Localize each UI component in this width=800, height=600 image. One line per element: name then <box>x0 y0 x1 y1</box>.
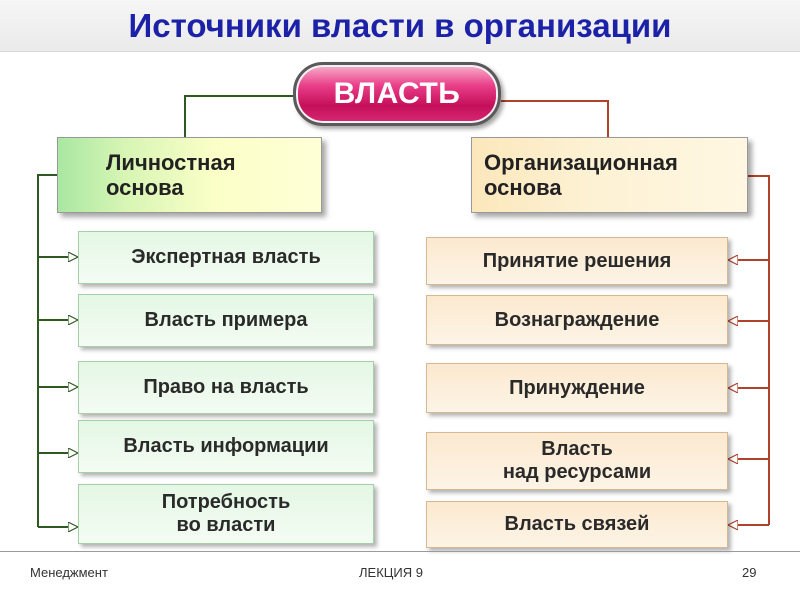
branch-label-line: Организационная <box>484 150 678 175</box>
branch-label-line: основа <box>484 175 562 200</box>
footer-lecture: ЛЕКЦИЯ 9 <box>359 565 423 580</box>
leaf-reward-power: Вознаграждение <box>426 295 728 345</box>
leaf-connection-power: Власть связей <box>426 501 728 548</box>
leaf-information-power: Власть информации <box>78 420 374 473</box>
leaf-need-for-power: Потребность во власти <box>78 484 374 544</box>
footer-divider <box>0 551 800 552</box>
branch-personal-basis: Личностная основа <box>57 137 322 213</box>
footer-course: Менеджмент <box>30 565 108 580</box>
branch-label-line: Личностная <box>106 150 236 175</box>
leaf-legitimate-power: Право на власть <box>78 361 374 414</box>
leaf-expert-power: Экспертная власть <box>78 231 374 284</box>
root-to-right-branch <box>501 100 609 137</box>
left-spine <box>37 174 57 527</box>
leaf-resource-power: Власть над ресурсами <box>426 432 728 490</box>
leaf-coercive-power: Принуждение <box>426 363 728 413</box>
root-to-left-branch <box>184 95 293 137</box>
branch-label-line: основа <box>106 175 184 200</box>
leaf-referent-power: Власть примера <box>78 294 374 347</box>
title-bar <box>0 0 800 52</box>
root-node: ВЛАСТЬ <box>293 62 501 126</box>
leaf-decision-making: Принятие решения <box>426 237 728 285</box>
right-spine <box>748 175 770 525</box>
branch-organizational-basis: Организационная основа <box>471 137 748 213</box>
footer-page-number: 29 <box>742 565 757 580</box>
slide-title: Источники власти в организации <box>128 7 672 44</box>
